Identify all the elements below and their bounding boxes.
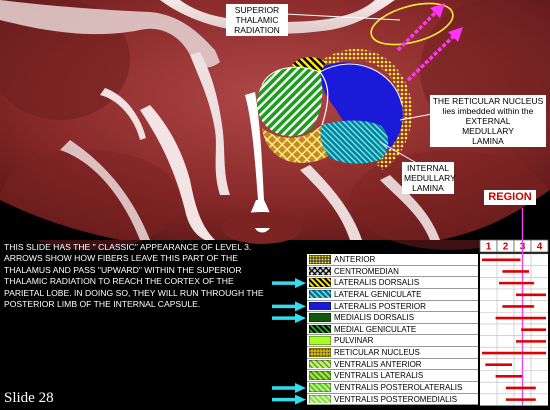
callout-leaders bbox=[284, 13, 433, 166]
internal-lamina-line-2: MEDULLARY bbox=[404, 173, 456, 183]
slide-description: THIS SLIDE HAS THE " CLASSIC" APPEARANCE… bbox=[4, 242, 264, 310]
legend-row: VENTRALIS POSTEROMEDIALIS bbox=[307, 393, 478, 406]
legend-arrow bbox=[272, 301, 306, 312]
legend-row: PULVINAR bbox=[307, 335, 478, 348]
legend-label: MEDIAL GENICULATE bbox=[334, 324, 417, 334]
legend-label: VENTRALIS POSTEROMEDIALIS bbox=[334, 394, 458, 404]
legend-row: MEDIAL GENICULATE bbox=[307, 323, 478, 336]
reticular-nucleus-line-4: MEDULLARY bbox=[462, 126, 514, 136]
legend-row: RETICULAR NUCLEUS bbox=[307, 347, 478, 359]
reticular-nucleus-line-2: lies imbedded within the bbox=[442, 106, 534, 116]
superior-thalamic-radiation-line-2: THALAMIC bbox=[235, 15, 279, 25]
legend-label: MEDIALIS DORSALIS bbox=[334, 313, 415, 323]
region-column-label: 4 bbox=[537, 242, 543, 253]
legend-label: ANTERIOR bbox=[334, 255, 376, 264]
legend-arrow bbox=[272, 382, 306, 393]
legend-swatch bbox=[309, 313, 331, 322]
legend-swatch bbox=[309, 336, 331, 345]
legend-label: VENTRALIS LATERALIS bbox=[334, 371, 424, 381]
superior-radiation-outline bbox=[370, 2, 454, 46]
legend-row: LATERALIS DORSALIS bbox=[307, 277, 478, 289]
legend-label: LATERALIS POSTERIOR bbox=[334, 301, 426, 311]
region-column-label: 2 bbox=[503, 242, 509, 253]
legend-swatch bbox=[309, 371, 331, 380]
centromedian-region bbox=[262, 123, 338, 163]
slide-label: Slide 28 bbox=[4, 390, 54, 406]
legend-swatch bbox=[309, 324, 331, 334]
legend-swatch bbox=[309, 359, 331, 369]
reticular-nucleus-line-5: LAMINA bbox=[472, 136, 504, 146]
legend-swatch bbox=[309, 383, 331, 392]
pulvinar-cyan-region bbox=[320, 120, 389, 164]
legend-swatch bbox=[309, 266, 331, 276]
internal-lamina-line-3: LAMINA bbox=[412, 183, 444, 193]
reticular-nucleus-line-3: EXTERNAL bbox=[465, 116, 511, 126]
legend-arrows bbox=[272, 278, 306, 405]
superior-thalamic-radiation-label: SUPERIOR THALAMIC RADIATION bbox=[226, 4, 288, 36]
radiation-arrows bbox=[396, 3, 463, 82]
region-title: REGION bbox=[484, 190, 536, 205]
legend-label: CENTROMEDIAN bbox=[334, 266, 399, 276]
reticular-nucleus-line-1: THE RETICULAR NUCLEUS bbox=[432, 96, 544, 106]
internal-medullary-lamina-label: INTERNAL MEDULLARY LAMINA bbox=[402, 162, 456, 194]
legend-arrow bbox=[272, 313, 306, 324]
legend-row: VENTRALIS ANTERIOR bbox=[307, 358, 478, 371]
legend-swatch bbox=[309, 394, 331, 404]
medialis-dorsalis-region bbox=[257, 67, 323, 137]
legend-row: MEDIALIS DORSALIS bbox=[307, 312, 478, 324]
legend-swatch bbox=[309, 301, 331, 311]
superior-thalamic-radiation-line-3: RADIATION bbox=[234, 25, 280, 35]
legend-label: VENTRALIS POSTEROLATERALIS bbox=[334, 383, 463, 393]
legend-arrow bbox=[272, 394, 306, 405]
superior-thalamic-radiation-line-1: SUPERIOR bbox=[234, 5, 280, 15]
legend-row: VENTRALIS LATERALIS bbox=[307, 370, 478, 383]
legend-row: LATERALIS POSTERIOR bbox=[307, 300, 478, 313]
region-column-header bbox=[530, 239, 549, 253]
reticular-nucleus-region bbox=[322, 48, 412, 170]
legend-swatch bbox=[309, 348, 331, 357]
legend-label: LATERAL GENICULATE bbox=[334, 289, 422, 299]
legend-label: VENTRALIS ANTERIOR bbox=[334, 359, 422, 369]
legend-swatch bbox=[309, 289, 331, 299]
legend-swatch bbox=[309, 255, 331, 264]
thalamic-nuclei-overlay bbox=[257, 48, 412, 170]
reticular-nucleus-label: THE RETICULAR NUCLEUS lies imbedded with… bbox=[430, 95, 546, 147]
region-chart: 1234 bbox=[479, 208, 549, 406]
legend-label: RETICULAR NUCLEUS bbox=[334, 348, 420, 358]
legend-row: ANTERIOR bbox=[307, 254, 478, 266]
legend-row: VENTRALIS POSTEROLATERALIS bbox=[307, 382, 478, 394]
legend-row: CENTROMEDIAN bbox=[307, 265, 478, 278]
legend-row: LATERAL GENICULATE bbox=[307, 288, 478, 301]
legend-label: LATERALIS DORSALIS bbox=[334, 278, 420, 288]
legend-arrow bbox=[272, 278, 306, 289]
legend-swatch bbox=[309, 278, 331, 287]
legend-label: PULVINAR bbox=[334, 336, 374, 346]
internal-lamina-line-1: INTERNAL bbox=[406, 163, 450, 173]
region-column-label: 1 bbox=[486, 242, 492, 253]
